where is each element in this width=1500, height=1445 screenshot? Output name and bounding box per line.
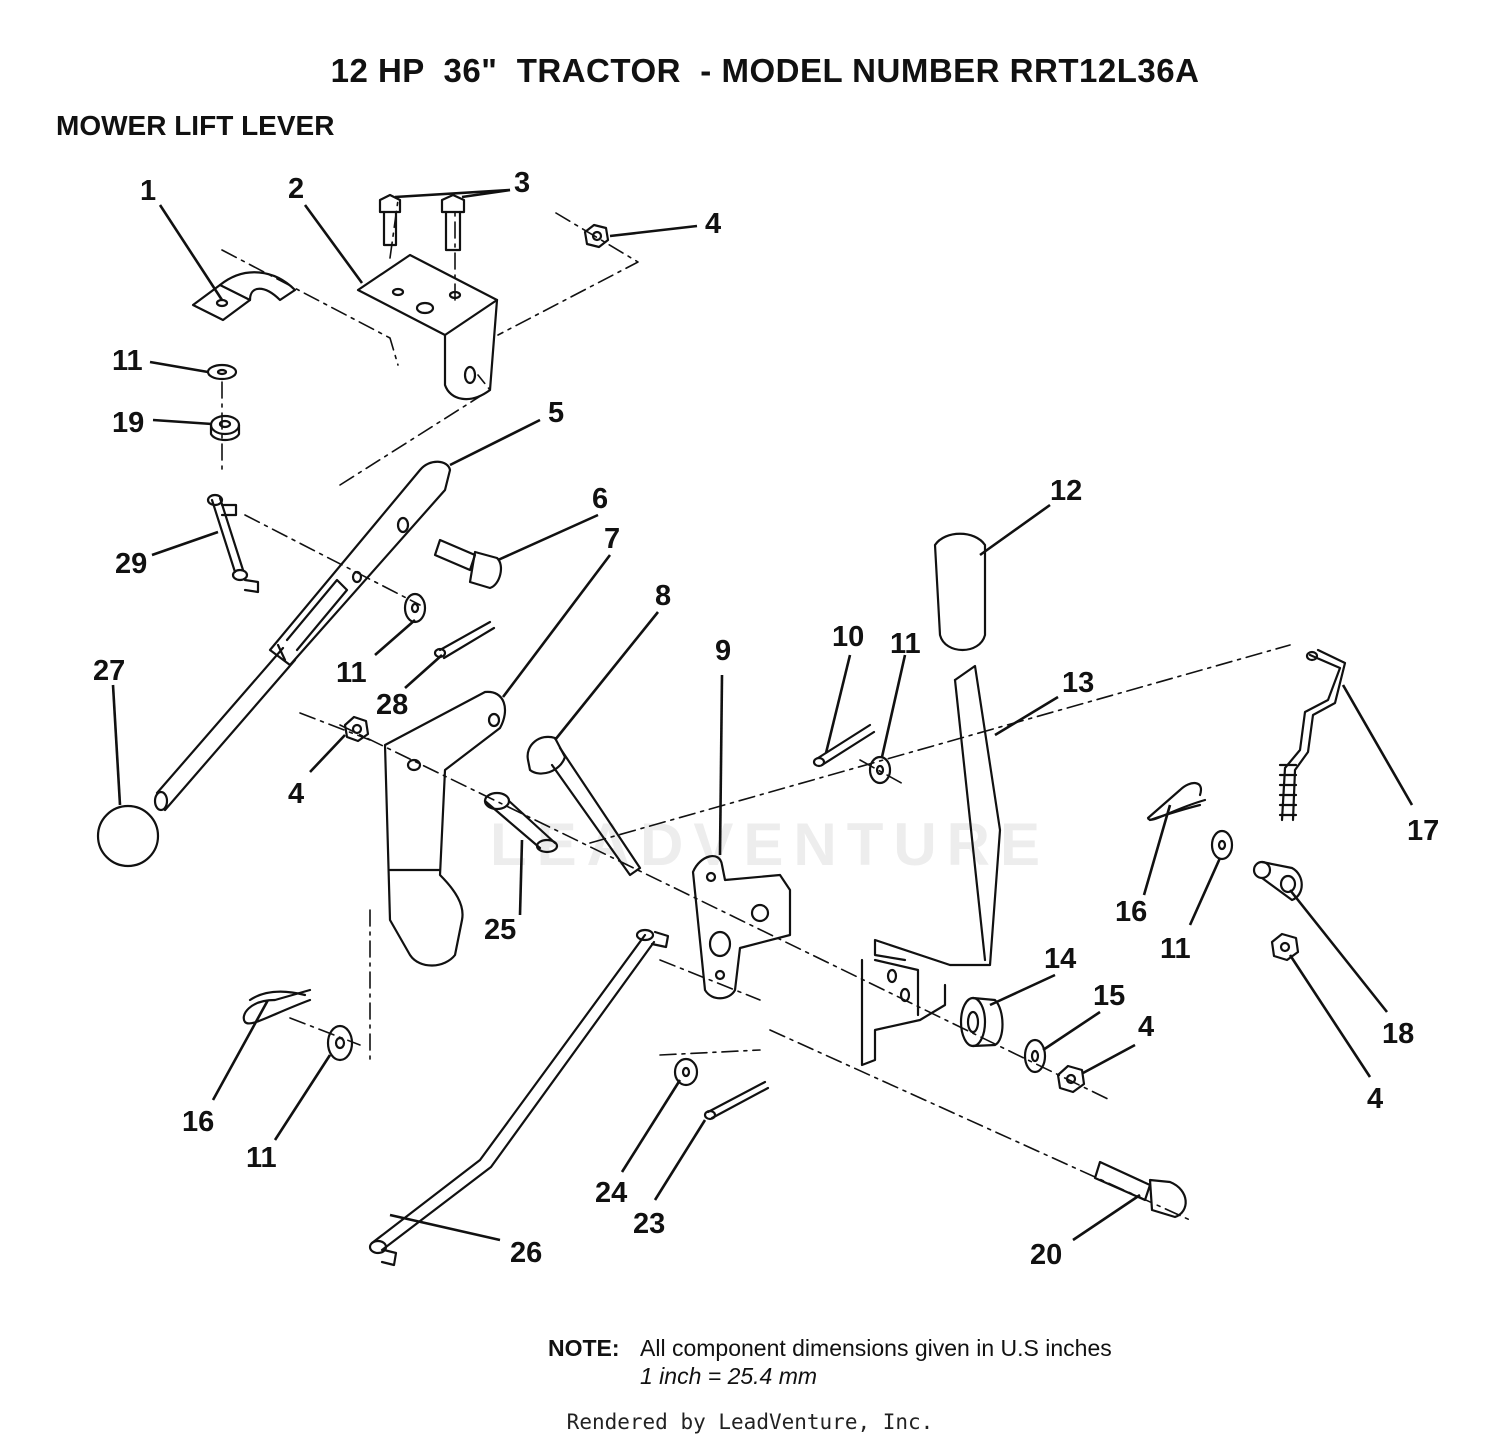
callout-11: 11 bbox=[246, 1142, 277, 1174]
callout-4: 4 bbox=[288, 778, 304, 810]
part-bent-rod bbox=[1278, 648, 1347, 822]
callout-10: 10 bbox=[832, 621, 864, 653]
callout-11: 11 bbox=[890, 628, 921, 660]
part-washer bbox=[1023, 1038, 1047, 1074]
note-label: NOTE: bbox=[548, 1335, 620, 1361]
callout-1: 1 bbox=[140, 175, 156, 207]
part-lift-arm bbox=[153, 460, 452, 812]
callout-13: 13 bbox=[1062, 667, 1094, 699]
part-locknut bbox=[209, 414, 241, 442]
part-bolt-8 bbox=[526, 735, 642, 877]
part-bushing bbox=[959, 996, 1004, 1048]
dimension-note: NOTE: All component dimensions given in U… bbox=[548, 1334, 1112, 1390]
part-trunnion bbox=[1252, 860, 1303, 902]
part-knob bbox=[96, 804, 160, 868]
part-washer bbox=[326, 1024, 354, 1062]
callout-labels: 1 2 3 4 11 19 5 6 7 29 27 11 28 4 8 9 10… bbox=[93, 167, 1439, 1271]
part-nut bbox=[1056, 1064, 1086, 1094]
callout-24: 24 bbox=[595, 1177, 627, 1209]
callout-12: 12 bbox=[1050, 475, 1082, 507]
part-lift-lever bbox=[860, 664, 1002, 1067]
callout-4: 4 bbox=[1138, 1011, 1154, 1043]
part-bolts bbox=[378, 193, 466, 252]
note-line-2: 1 inch = 25.4 mm bbox=[640, 1363, 818, 1389]
part-bolt-6 bbox=[433, 538, 503, 590]
part-washer bbox=[206, 363, 238, 381]
callout-26: 26 bbox=[510, 1237, 542, 1269]
callout-29: 29 bbox=[115, 548, 147, 580]
part-spacer bbox=[483, 791, 559, 854]
callout-5: 5 bbox=[548, 397, 564, 429]
part-cotter-pin bbox=[703, 1080, 770, 1121]
watermark: LEADVENTURE bbox=[490, 811, 1051, 878]
callout-2: 2 bbox=[288, 173, 304, 205]
callout-4: 4 bbox=[1367, 1083, 1383, 1115]
part-nut bbox=[583, 223, 610, 249]
part-washer bbox=[1210, 829, 1234, 861]
callout-6: 6 bbox=[592, 483, 608, 515]
callout-11: 11 bbox=[112, 345, 143, 377]
footer-credit: Rendered by LeadVenture, Inc. bbox=[566, 1410, 934, 1434]
callout-27: 27 bbox=[93, 655, 125, 687]
part-hairpin-clip bbox=[1146, 782, 1207, 822]
callout-25: 25 bbox=[484, 914, 516, 946]
part-bolt-20 bbox=[1093, 1160, 1187, 1219]
callout-14: 14 bbox=[1044, 943, 1076, 975]
part-pivot-bracket bbox=[691, 855, 792, 1000]
callout-4: 4 bbox=[705, 208, 721, 240]
part-cotter-pin bbox=[812, 723, 876, 768]
part-nut bbox=[1270, 932, 1300, 962]
part-handle-grip bbox=[933, 532, 987, 651]
callout-9: 9 bbox=[715, 635, 731, 667]
callout-11: 11 bbox=[336, 657, 367, 689]
part-lift-rod bbox=[368, 928, 670, 1267]
callout-19: 19 bbox=[112, 407, 144, 439]
part-cotter-pin bbox=[433, 620, 496, 660]
part-hairpin-clip bbox=[242, 988, 312, 1025]
callout-7: 7 bbox=[604, 523, 620, 555]
callout-11: 11 bbox=[1160, 933, 1191, 965]
callout-16: 16 bbox=[1115, 896, 1147, 928]
part-nut bbox=[343, 715, 370, 743]
callout-15: 15 bbox=[1093, 980, 1125, 1012]
callout-28: 28 bbox=[376, 689, 408, 721]
page-title: 12 HP 36" TRACTOR - MODEL NUMBER RRT12L3… bbox=[330, 52, 1200, 89]
callout-23: 23 bbox=[633, 1208, 665, 1240]
section-title: MOWER LIFT LEVER bbox=[56, 110, 335, 141]
part-link-plate bbox=[383, 690, 507, 967]
note-line-1: All component dimensions given in U.S in… bbox=[640, 1335, 1112, 1361]
callout-3: 3 bbox=[514, 167, 530, 199]
callout-20: 20 bbox=[1030, 1239, 1062, 1271]
part-washer bbox=[868, 755, 892, 785]
part-washer bbox=[403, 592, 427, 624]
callout-17: 17 bbox=[1407, 815, 1439, 847]
leader-lines bbox=[111, 188, 1414, 1242]
part-bracket bbox=[356, 253, 499, 401]
part-link bbox=[206, 493, 260, 594]
part-washer bbox=[673, 1057, 699, 1087]
callout-8: 8 bbox=[655, 580, 671, 612]
callout-16: 16 bbox=[182, 1106, 214, 1138]
callout-18: 18 bbox=[1382, 1018, 1414, 1050]
